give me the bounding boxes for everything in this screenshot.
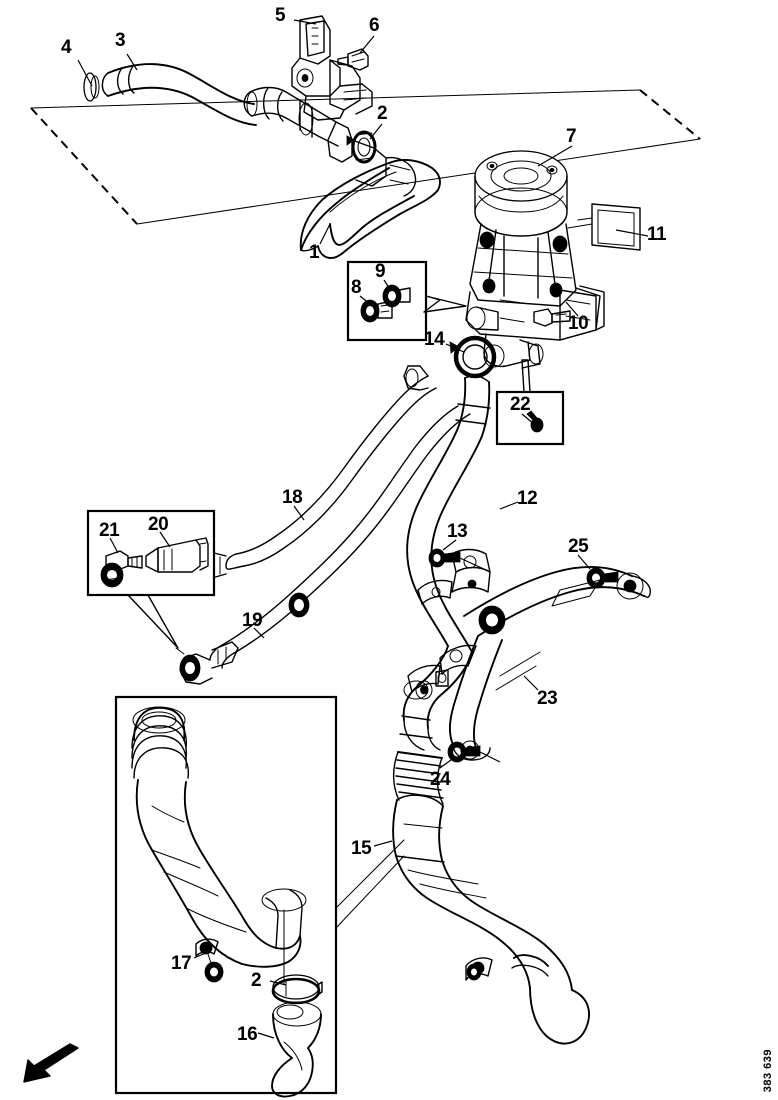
- part-12-coolant-pipe: [392, 375, 491, 805]
- inset-bellows: [131, 706, 189, 779]
- callout-1: 1: [309, 242, 320, 263]
- callout-8: 8: [351, 277, 362, 298]
- callout-12: 12: [517, 488, 538, 509]
- callout-11: 11: [647, 224, 667, 245]
- part-19-return-line: [179, 405, 471, 685]
- inset-box-22: [495, 359, 565, 446]
- intake-manifold-tube: [243, 86, 417, 197]
- duct-screw: [466, 963, 482, 981]
- part-5-bracket: [291, 15, 373, 121]
- reference-plane: [30, 89, 701, 225]
- part-8-fitting: [360, 299, 393, 323]
- part-20-connector-fitting: [145, 537, 209, 573]
- part-17-screw: [195, 938, 224, 983]
- callout-16: 16: [237, 1024, 258, 1045]
- part-9-nut: [382, 284, 411, 308]
- callout-3: 3: [115, 30, 126, 51]
- part-25-bolt: [586, 567, 619, 589]
- part-23-support-bracket: [407, 548, 651, 761]
- part-4-sealing-ring: [83, 72, 100, 102]
- part-11-gasket-plate: [567, 203, 641, 251]
- duct-lower-clamp: [511, 954, 549, 977]
- part-2-clamp-inset: [271, 974, 323, 1005]
- callout-6: 6: [369, 15, 380, 36]
- part-13-bolt: [428, 548, 487, 571]
- part-3-upper-hose: [83, 63, 257, 126]
- callout-23: 23: [537, 688, 558, 709]
- callout-18: 18: [282, 487, 303, 508]
- callout-21: 21: [99, 520, 120, 541]
- part-10-bolt: [533, 308, 571, 327]
- callout-7: 7: [566, 126, 577, 147]
- callout-13: 13: [447, 521, 468, 542]
- callout-24: 24: [430, 769, 451, 790]
- callout-19: 19: [242, 610, 263, 631]
- callout-10: 10: [568, 313, 589, 334]
- part-7-compressor: [465, 150, 605, 369]
- part-21-quick-coupling: [100, 550, 143, 588]
- part-14-clamp-ring: [449, 335, 497, 379]
- arrow-down-left-icon: [23, 1043, 79, 1083]
- callout-leaders: [77, 19, 649, 1039]
- callout-4: 4: [61, 37, 72, 58]
- inset-box-20-21: [86, 509, 216, 655]
- callout-2-upper: 2: [377, 103, 388, 124]
- callout-14: 14: [424, 329, 445, 350]
- part-22-screw: [526, 410, 544, 433]
- callout-15: 15: [351, 838, 372, 859]
- bellows-joint: [392, 751, 444, 805]
- sheet-code: 383 639: [762, 1048, 774, 1092]
- inset-box-duct-detail: [114, 695, 405, 1098]
- callout-5: 5: [275, 5, 286, 26]
- callout-22: 22: [510, 394, 531, 415]
- callout-2-lower: 2: [251, 970, 262, 991]
- callout-25: 25: [568, 536, 589, 557]
- callout-17: 17: [171, 953, 192, 974]
- part-15-air-duct: [392, 794, 590, 1045]
- part-1-lower-hose: [299, 159, 441, 259]
- part-18-feed-line: [197, 365, 437, 579]
- part-16-elbow: [271, 1001, 322, 1098]
- callout-9: 9: [375, 261, 386, 282]
- callout-20: 20: [148, 514, 169, 535]
- part-6-bolt: [337, 48, 369, 71]
- inset-box-8-9: [346, 260, 467, 342]
